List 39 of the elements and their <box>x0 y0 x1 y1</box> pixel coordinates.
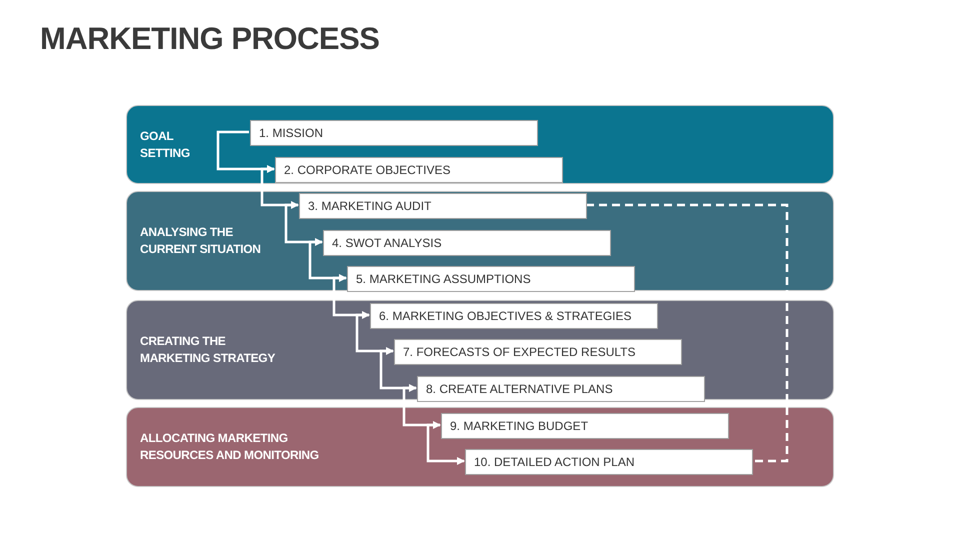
step-label: 4. SWOT ANALYSIS <box>332 235 442 252</box>
elbow-arrow <box>308 240 347 282</box>
stage-band <box>126 105 834 184</box>
elbow-arrow <box>380 350 417 392</box>
elbow-arrow <box>402 386 441 429</box>
step-label: 10. DETAILED ACTION PLAN <box>474 454 634 471</box>
step-box <box>465 449 753 475</box>
stage-band <box>126 407 834 487</box>
stage-band <box>126 191 834 291</box>
stage-heading: GOAL SETTING <box>140 128 191 162</box>
stage-band <box>126 300 834 400</box>
step-label: 8. CREATE ALTERNATIVE PLANS <box>426 381 613 398</box>
stage-heading: ANALYSING THE CURRENT SITUATION <box>140 224 262 258</box>
stage-heading: ALLOCATING MARKETING RESOURCES AND MONITORING <box>140 430 320 464</box>
elbow-arrow <box>216 130 275 173</box>
step-label: 7. FORECASTS OF EXPECTED RESULTS <box>403 344 636 361</box>
step-label: 6. MARKETING OBJECTIVES & STRATEGIES <box>379 308 632 325</box>
step-label: 5. MARKETING ASSUMPTIONS <box>356 271 531 288</box>
stage-heading: CREATING THE MARKETING STRATEGY <box>140 333 276 367</box>
step-box <box>370 303 658 329</box>
elbow-arrow <box>332 276 370 319</box>
elbow-arrow <box>426 424 465 465</box>
step-box <box>275 157 563 183</box>
step-label: 9. MARKETING BUDGET <box>450 418 588 435</box>
step-box <box>417 376 705 402</box>
step-box <box>441 413 729 439</box>
dashed-connector <box>586 204 788 462</box>
step-box <box>323 230 611 256</box>
elbow-arrow <box>356 314 394 355</box>
step-box <box>250 120 538 146</box>
step-box <box>347 266 635 292</box>
step-label: 2. CORPORATE OBJECTIVES <box>284 162 450 179</box>
step-label: 3. MARKETING AUDIT <box>308 198 432 215</box>
step-box <box>299 193 587 219</box>
step-label: 1. MISSION <box>259 125 324 142</box>
elbow-arrow <box>260 168 299 209</box>
title: MARKETING PROCESS <box>40 20 380 58</box>
elbow-arrow <box>284 204 323 246</box>
step-box <box>394 339 682 365</box>
